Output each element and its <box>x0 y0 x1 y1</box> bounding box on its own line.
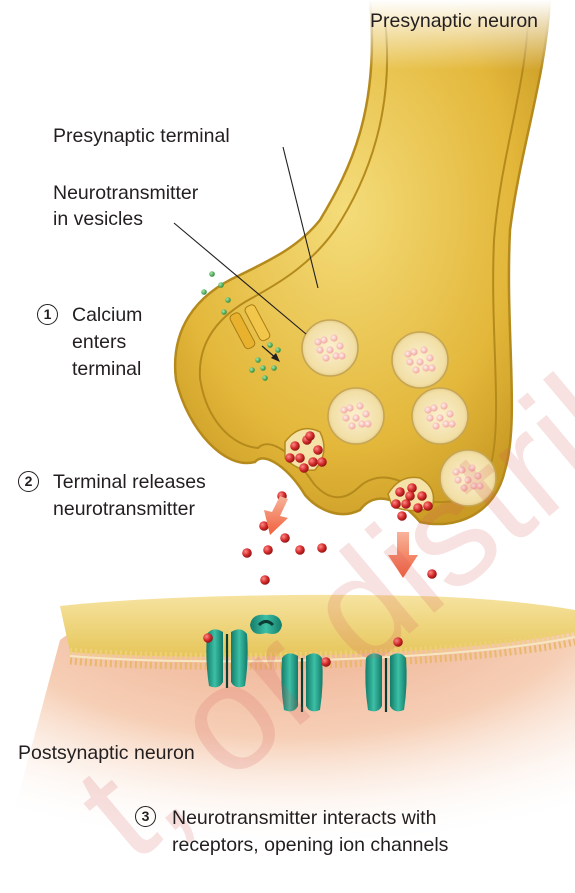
neurotransmitter-particle <box>397 511 407 521</box>
neurotransmitter-particle <box>305 431 315 441</box>
cleft-receptor <box>250 615 282 634</box>
vesicle <box>412 388 468 444</box>
label-step1-line2: enters <box>72 330 126 354</box>
calcium-ion <box>249 367 255 373</box>
label-step2-line1: Terminal releases <box>53 470 206 494</box>
calcium-ion <box>255 357 261 363</box>
neurotransmitter-particle <box>391 499 401 509</box>
release-arrow-2 <box>388 532 418 578</box>
calcium-ion <box>275 347 281 353</box>
calcium-ion <box>218 282 224 288</box>
label-postsynaptic-neuron: Postsynaptic neuron <box>18 741 195 765</box>
step2-number-badge: 2 <box>18 471 39 492</box>
calcium-ion <box>262 375 268 381</box>
calcium-ion <box>271 365 277 371</box>
neurotransmitter-particle <box>285 453 295 463</box>
neurotransmitter-particle <box>308 457 318 467</box>
label-step2-line2: neurotransmitter <box>53 497 195 521</box>
neurotransmitter-particle <box>423 501 433 511</box>
label-step1-line1: Calcium <box>72 303 142 327</box>
neurotransmitter-particle <box>203 633 213 643</box>
neurotransmitter-particle <box>405 491 415 501</box>
neurotransmitter-particle <box>290 441 300 451</box>
calcium-ion <box>221 309 227 315</box>
label-nt-vesicles-line2: in vesicles <box>53 207 143 231</box>
label-nt-vesicles-line1: Neurotransmitter <box>53 181 198 205</box>
neurotransmitter-particle <box>295 545 305 555</box>
calcium-ion <box>201 289 207 295</box>
neurotransmitter-particle <box>317 457 327 467</box>
vesicle <box>392 332 448 388</box>
neurotransmitter-particle <box>280 533 290 543</box>
calcium-ion <box>260 365 266 371</box>
neurotransmitter-particle <box>263 545 273 555</box>
label-presynaptic-terminal: Presynaptic terminal <box>53 124 230 148</box>
calcium-ion <box>225 297 231 303</box>
label-step3-line2: receptors, opening ion channels <box>172 833 448 857</box>
label-presynaptic-neuron: Presynaptic neuron <box>370 9 538 33</box>
receptor-channel-3 <box>365 653 406 712</box>
neurotransmitter-particle <box>417 491 427 501</box>
neurotransmitter-particle <box>317 543 327 553</box>
step3-number-badge: 3 <box>135 806 156 827</box>
label-step1-line3: terminal <box>72 357 141 381</box>
receptor-channel-2 <box>281 653 322 712</box>
neurotransmitter-particle <box>321 657 331 667</box>
vesicle <box>328 388 384 444</box>
neurotransmitter-particle <box>295 453 305 463</box>
vesicle <box>440 450 496 506</box>
neurotransmitter-particle <box>407 483 417 493</box>
label-step3-line1: Neurotransmitter interacts with <box>172 806 436 830</box>
step1-number-badge: 1 <box>37 304 58 325</box>
calcium-ion <box>209 271 215 277</box>
neurotransmitter-particle <box>260 575 270 585</box>
calcium-ion <box>267 342 273 348</box>
neurotransmitter-particle <box>427 569 437 579</box>
neurotransmitter-particle <box>313 445 323 455</box>
neurotransmitter-particle <box>242 548 252 558</box>
neurotransmitter-particle <box>393 637 403 647</box>
neurotransmitter-particle <box>413 503 423 513</box>
neurotransmitter-particle <box>299 463 309 473</box>
vesicle <box>302 320 358 376</box>
presynaptic-terminal <box>175 0 560 524</box>
neurotransmitter-particle <box>395 487 405 497</box>
